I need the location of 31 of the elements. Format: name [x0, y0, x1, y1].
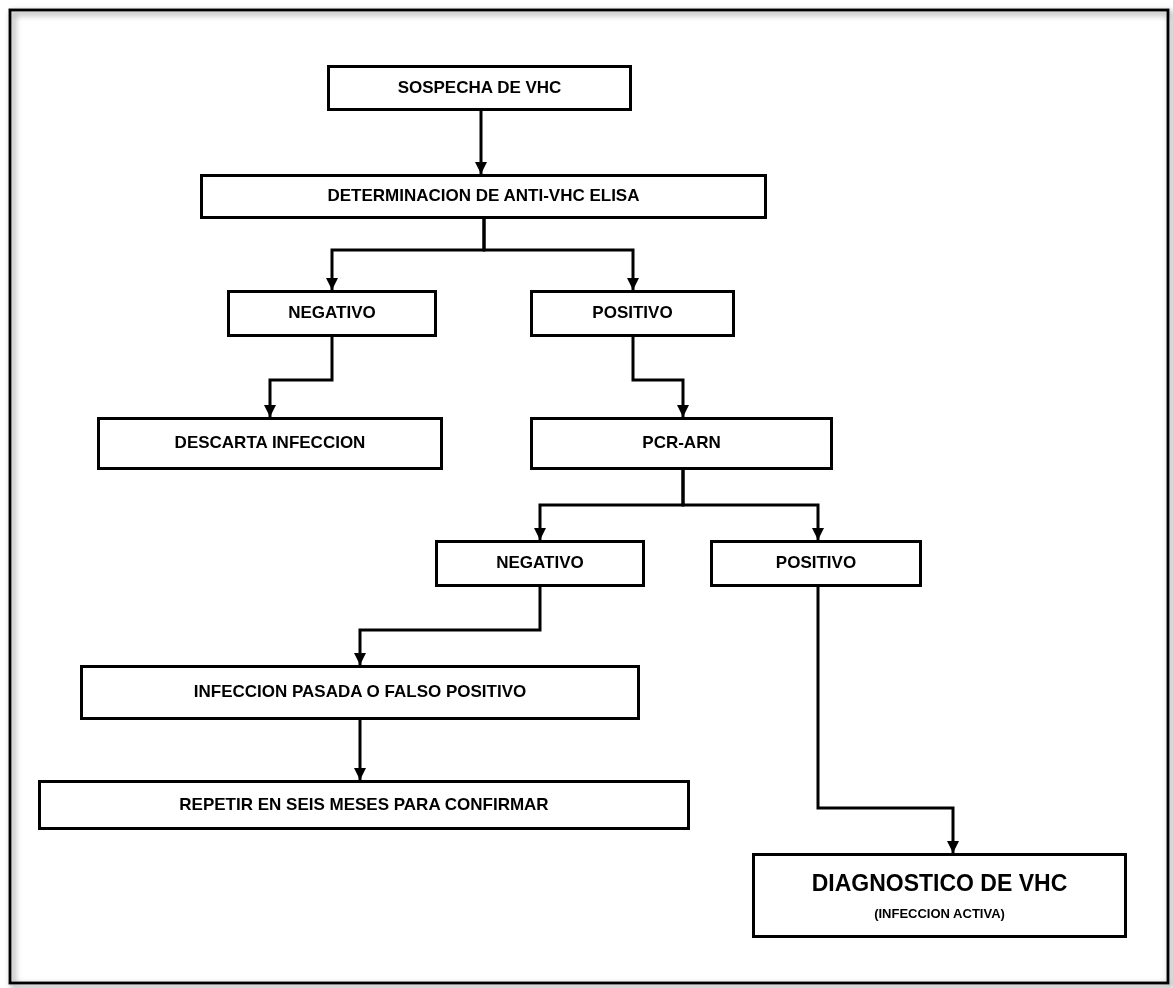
arrow: [475, 111, 487, 174]
box-label: DETERMINACION DE ANTI-VHC ELISA: [327, 186, 640, 207]
process-box: [227, 290, 437, 337]
box-label: POSITIVO: [775, 553, 857, 574]
box-label: DIAGNOSTICO DE VHC: [811, 869, 1068, 898]
process-box: [710, 540, 922, 587]
box-subtitle: (INFECCION ACTIVA): [874, 905, 1005, 922]
box-label: POSITIVO: [592, 303, 673, 324]
process-box: [200, 174, 767, 219]
process-box: [80, 665, 640, 720]
process-box: [530, 290, 735, 337]
arrow: [482, 219, 639, 290]
process-box: [435, 540, 645, 587]
arrow: [681, 470, 824, 540]
process-box: [530, 417, 833, 470]
box-label: NEGATIVO: [496, 553, 584, 574]
process-box: [97, 417, 443, 470]
process-box: [327, 65, 632, 111]
box-label: NEGATIVO: [288, 303, 376, 324]
box-label: SOSPECHA DE VHC: [397, 77, 562, 99]
arrow: [354, 587, 542, 665]
process-box: [38, 780, 690, 830]
box-label: REPETIR EN SEIS MESES PARA CONFIRMAR: [179, 794, 549, 816]
box-label: INFECCION PASADA O FALSO POSITIVO: [193, 682, 527, 703]
process-box: [752, 853, 1127, 938]
arrow: [816, 587, 959, 853]
arrow: [264, 337, 334, 417]
arrow: [631, 337, 689, 417]
box-label: DESCARTA INFECCION: [174, 433, 366, 454]
arrow: [354, 720, 366, 780]
box-label: PCR-ARN: [642, 433, 721, 454]
